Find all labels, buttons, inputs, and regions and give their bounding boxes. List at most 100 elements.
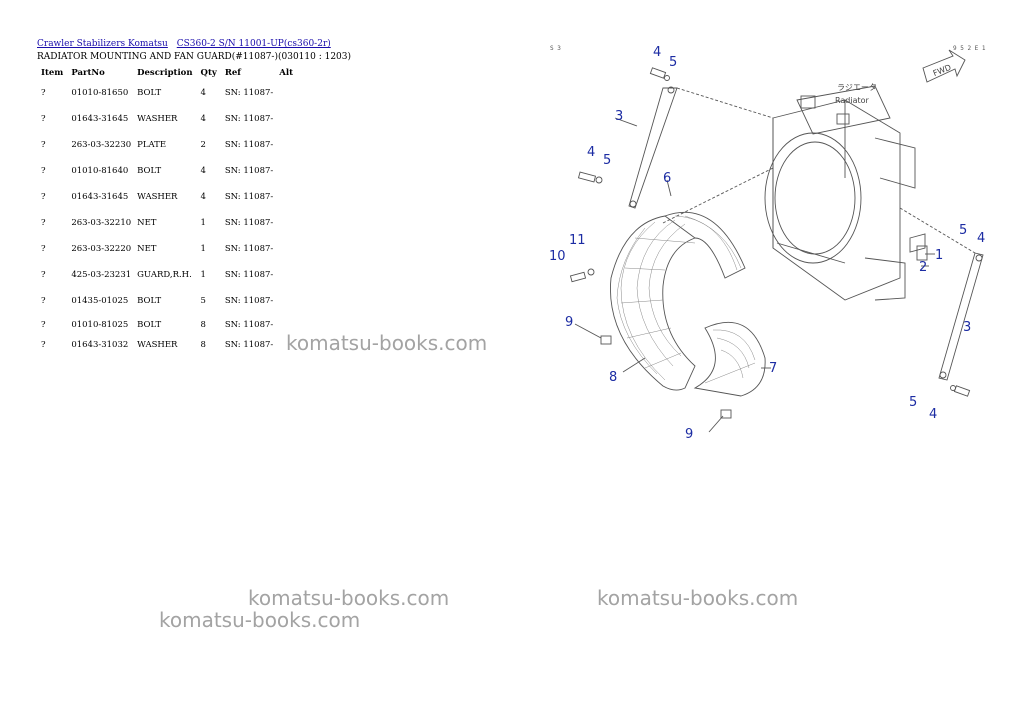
guard-bolts (569, 245, 928, 419)
cell-qty: 8 (200, 320, 206, 330)
cell-partno: 01010-81650 (71, 88, 129, 98)
cell-partno: 263-03-32220 (71, 244, 132, 254)
callout-label: 1 (935, 248, 943, 263)
callout-label: 5 (669, 55, 677, 70)
column-header-qty: Qty (200, 68, 217, 78)
cell-qty: 4 (200, 166, 206, 176)
cell-description: WASHER (137, 192, 178, 202)
radiator-label-jp: ラジエータ (837, 83, 877, 92)
cell-ref: SN: 11087- (224, 218, 274, 228)
callout-label: 2 (919, 260, 927, 275)
cell-qty: 8 (200, 340, 206, 350)
cell-partno: 01643-31032 (71, 340, 129, 350)
cell-ref: SN: 11087- (224, 140, 274, 150)
cell-description: NET (137, 244, 157, 254)
column-header-item: Item (41, 68, 64, 78)
cell-alt (275, 132, 297, 158)
callout-label: 11 (569, 233, 586, 248)
exploded-parts-diagram: S 3 9 5 2 E 1 FWD ラジエータ Radiator (549, 45, 986, 442)
cell-ref: SN: 11087- (224, 88, 274, 98)
callout-label: 5 (909, 395, 917, 410)
cell-alt (275, 184, 297, 210)
breadcrumb-link-category[interactable]: Crawler Stabilizers Komatsu (37, 39, 168, 49)
table-header-row: Item PartNo Description Qty Ref Alt (37, 66, 297, 80)
cell-qty: 4 (200, 114, 206, 124)
cell-ref: SN: 11087- (224, 320, 274, 330)
cell-qty: 1 (200, 244, 206, 254)
cell-alt (275, 106, 297, 132)
column-header-partno: PartNo (71, 68, 105, 78)
leader-lines (574, 117, 935, 433)
cell-item: ? (41, 340, 46, 350)
cell-description: GUARD,R.H. (137, 270, 192, 280)
cell-alt (275, 80, 297, 106)
diagram-code-left: S 3 (550, 45, 561, 52)
table-row: ? 01010-81025 BOLT 8 SN: 11087- (37, 314, 297, 336)
callout-label: 9 (565, 315, 573, 330)
callout-label: 4 (587, 145, 595, 160)
table-row: ? 01010-81650 BOLT 4 SN: 11087- (37, 80, 297, 106)
cell-ref: SN: 11087- (224, 166, 274, 176)
cell-item: ? (41, 140, 46, 150)
cell-item: ? (41, 218, 46, 228)
watermark: komatsu-books.com (286, 331, 488, 355)
cell-partno: 01010-81025 (71, 320, 129, 330)
fwd-arrow-icon: FWD (922, 49, 966, 83)
cell-ref: SN: 11087- (224, 340, 274, 350)
watermark: komatsu-books.com (597, 586, 799, 610)
cell-item: ? (41, 88, 46, 98)
cell-alt (275, 210, 297, 236)
cell-description: BOLT (137, 320, 162, 330)
cell-partno: 01643-31645 (71, 192, 129, 202)
cell-description: BOLT (137, 296, 162, 306)
cell-qty: 4 (200, 88, 206, 98)
callout-label: 5 (603, 153, 611, 168)
cell-ref: SN: 11087- (224, 244, 274, 254)
callout-label: 7 (769, 361, 777, 376)
callout-label: 9 (685, 427, 693, 442)
cell-alt (275, 158, 297, 184)
fan-guard-illustration (609, 211, 766, 397)
cell-description: BOLT (137, 166, 162, 176)
column-header-description: Description (137, 68, 193, 78)
callout-label: 3 (963, 320, 971, 335)
cell-partno: 425-03-23231 (71, 270, 132, 280)
cell-partno: 01435-01025 (71, 296, 129, 306)
breadcrumb: Crawler Stabilizers Komatsu CS360-2 S/N … (37, 39, 337, 49)
cell-qty: 1 (200, 218, 206, 228)
diagram-code-right: 9 5 2 E 1 (953, 45, 986, 52)
cell-item: ? (41, 320, 46, 330)
cell-partno: 263-03-32210 (71, 218, 132, 228)
callout-numbers: 4 5 3 4 5 6 11 10 9 8 7 9 5 4 1 2 3 5 4 (549, 45, 985, 442)
watermark: komatsu-books.com (159, 608, 361, 632)
cell-ref: SN: 11087- (224, 192, 274, 202)
table-row: ? 01643-31645 WASHER 4 SN: 11087- (37, 184, 297, 210)
radiator-label: Radiator (835, 96, 870, 105)
callout-label: 5 (959, 223, 967, 238)
cell-ref: SN: 11087- (224, 114, 274, 124)
cell-qty: 4 (200, 192, 206, 202)
cell-partno: 01010-81640 (71, 166, 129, 176)
fwd-label: FWD (932, 63, 953, 78)
cell-item: ? (41, 270, 46, 280)
cell-ref: SN: 11087- (224, 296, 274, 306)
cell-ref: SN: 11087- (224, 270, 274, 280)
cell-description: PLATE (137, 140, 167, 150)
column-header-alt: Alt (279, 68, 294, 78)
cell-alt (275, 288, 297, 314)
callout-label: 4 (653, 45, 661, 60)
breadcrumb-link-model[interactable]: CS360-2 S/N 11001-UP(cs360-2r) (176, 39, 331, 49)
cell-description: BOLT (137, 88, 162, 98)
column-header-ref: Ref (224, 68, 241, 78)
stay-bar-right (938, 252, 984, 397)
cell-item: ? (41, 192, 46, 202)
stay-bar-left (628, 86, 678, 209)
watermark: komatsu-books.com (248, 586, 450, 610)
